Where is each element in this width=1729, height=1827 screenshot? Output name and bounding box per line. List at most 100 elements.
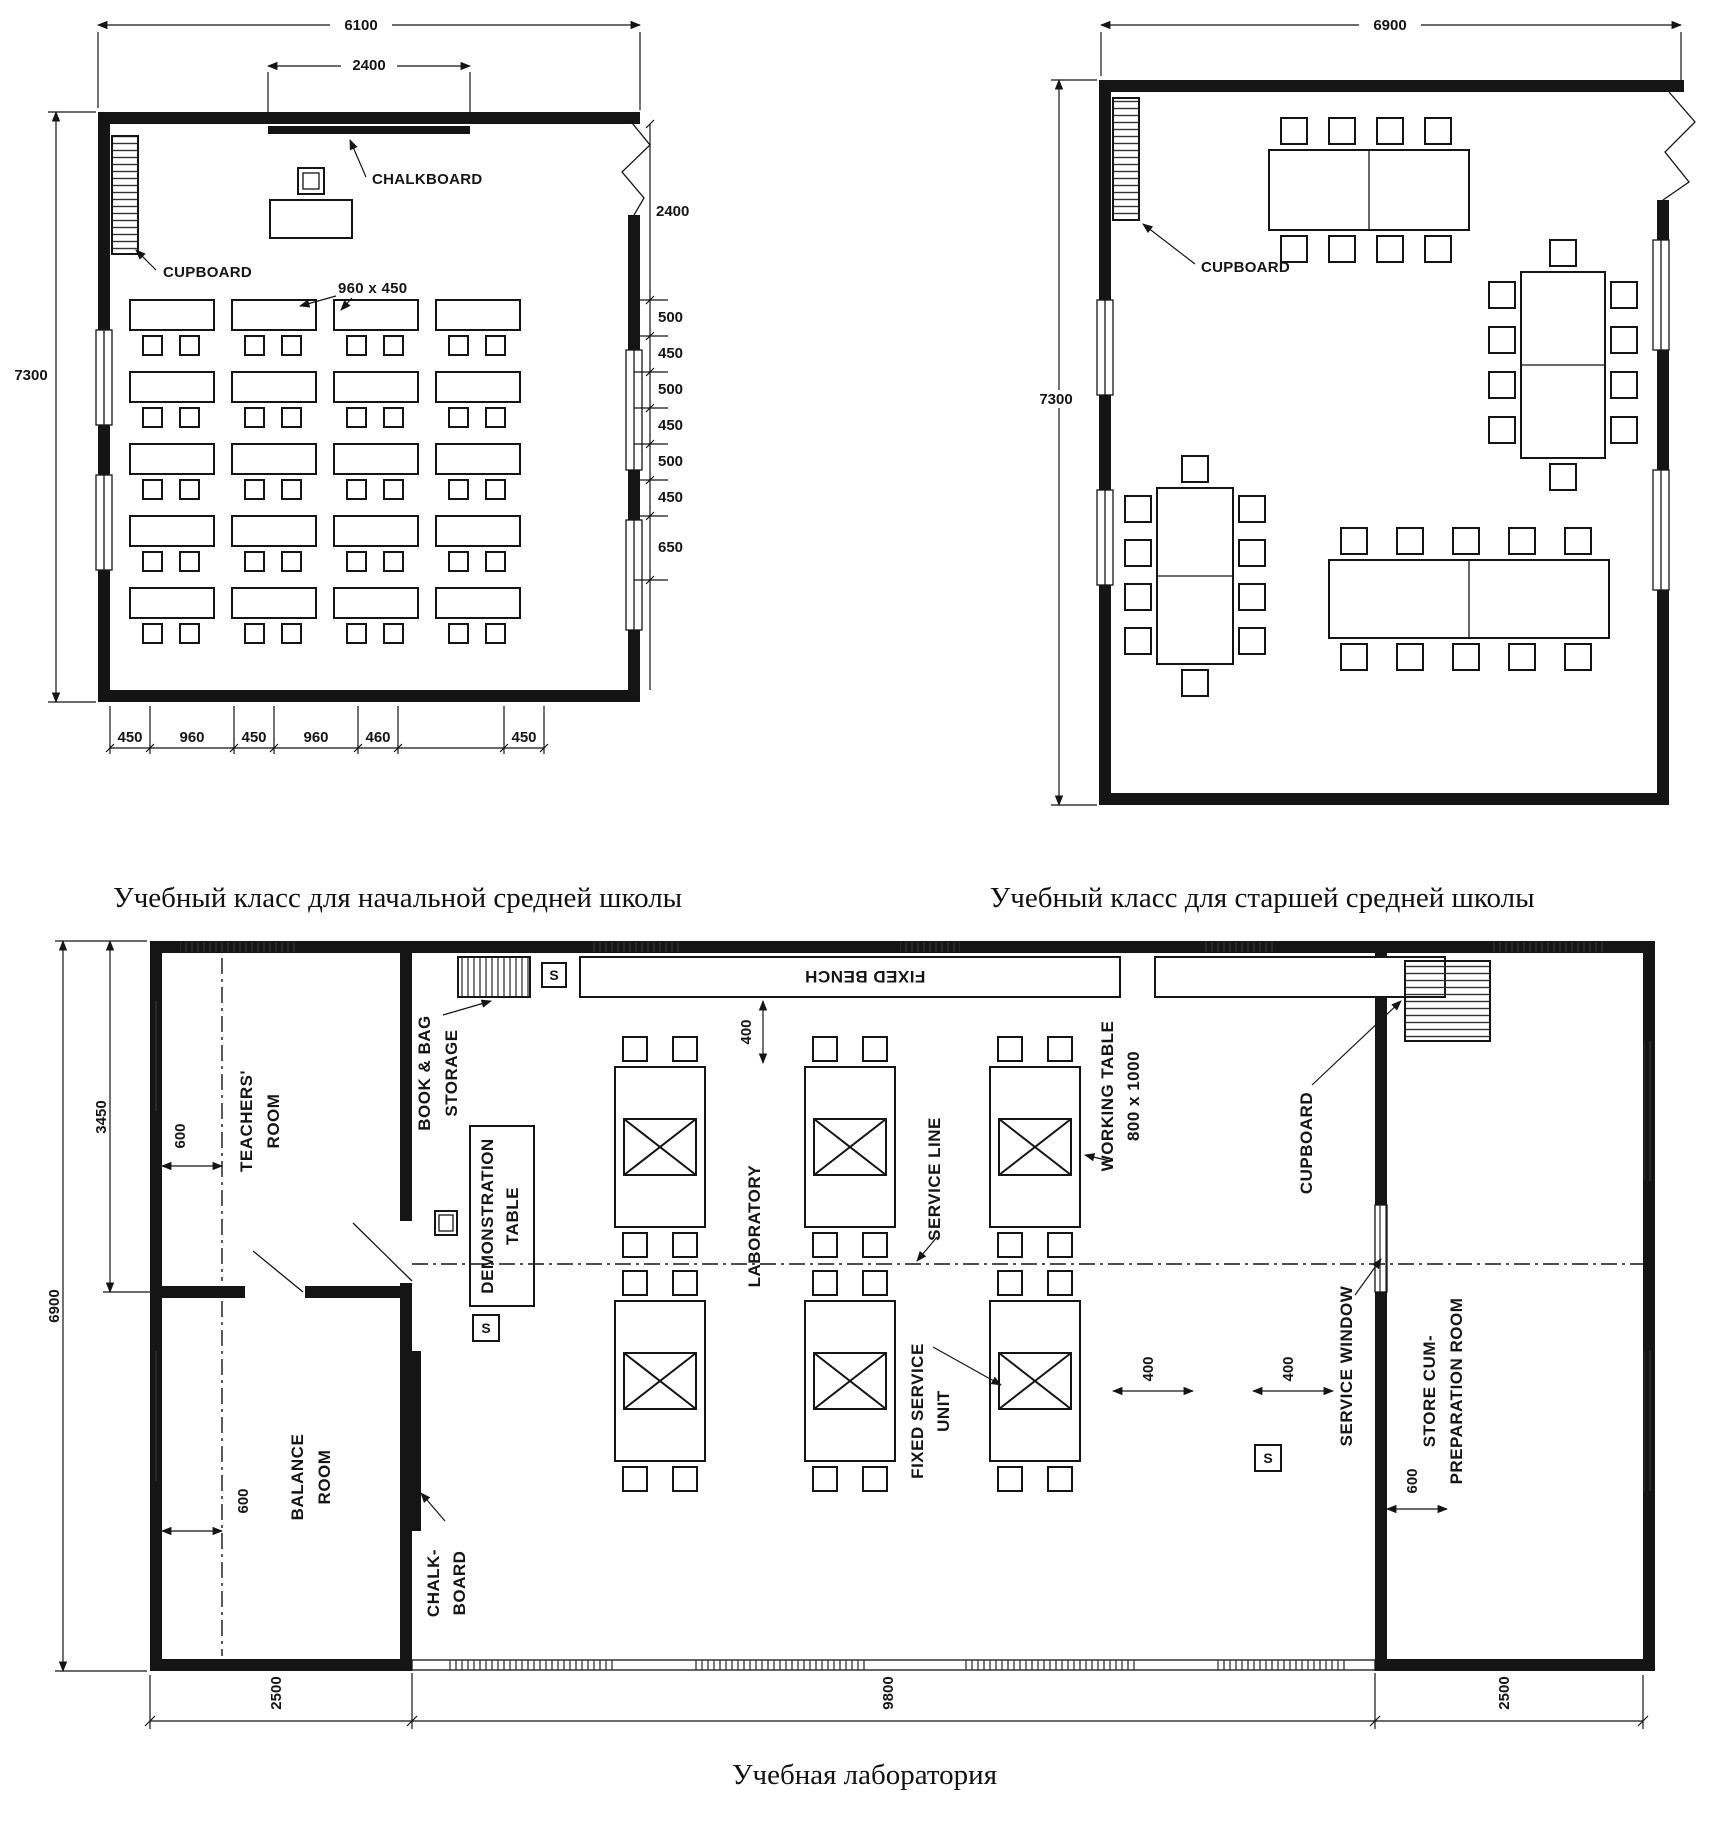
student-desk bbox=[435, 443, 521, 500]
student-desk bbox=[231, 587, 317, 644]
chair bbox=[1508, 527, 1536, 555]
caption-senior-classroom: Учебный класс для старшей средней школы bbox=[989, 882, 1535, 914]
chair bbox=[1328, 117, 1356, 145]
dim-6900: 6900 bbox=[1373, 17, 1406, 34]
student-desk bbox=[333, 371, 419, 428]
student-desk bbox=[129, 443, 215, 500]
fixed-service-unit-label: UNIT bbox=[934, 1390, 953, 1432]
book-bag-storage-label: STORAGE bbox=[442, 1029, 461, 1116]
chair bbox=[1488, 281, 1516, 309]
dim-chain: 450 bbox=[117, 729, 142, 746]
working-table bbox=[613, 1036, 706, 1258]
dim-chain: 450 bbox=[511, 729, 536, 746]
dimension-3450: 3450 bbox=[93, 939, 160, 1294]
caption-laboratory: Учебная лаборатория bbox=[731, 1759, 998, 1791]
door-break-symbol bbox=[621, 117, 651, 216]
working-table-label: 800 x 1000 bbox=[1124, 1051, 1143, 1141]
chair bbox=[1238, 495, 1266, 523]
student-desk bbox=[435, 299, 521, 356]
teacher-desk bbox=[269, 167, 353, 239]
dimension-board-2400: 2400 bbox=[266, 57, 472, 112]
chalkboard-label: BOARD bbox=[450, 1551, 469, 1616]
annotations: CHALKBOARD CUPBOARD 960 x 450 bbox=[135, 139, 483, 311]
demonstration-table-label: DEMONSTRATION bbox=[478, 1138, 497, 1293]
dim-chain: 500 bbox=[658, 453, 683, 470]
book-bag-storage bbox=[456, 956, 531, 998]
dim-chain: 460 bbox=[365, 729, 390, 746]
chair bbox=[1340, 527, 1368, 555]
group-table-bottom-left bbox=[1124, 455, 1266, 697]
dim-600: 600 bbox=[172, 1123, 189, 1148]
door-swing bbox=[252, 1250, 303, 1293]
working-table bbox=[988, 1036, 1081, 1258]
dim-chain: 960 bbox=[303, 729, 328, 746]
bottom-dimension-chain: 2500 9800 2500 bbox=[144, 1673, 1648, 1729]
interior-walls bbox=[161, 953, 1388, 1659]
balance-room-label: BALANCE bbox=[288, 1434, 307, 1521]
student-desk bbox=[435, 587, 521, 644]
dim-2500: 2500 bbox=[1496, 1676, 1513, 1709]
student-desk bbox=[333, 443, 419, 500]
dimension-height-7300: 7300 bbox=[1033, 78, 1097, 807]
chalkboard-label: CHALKBOARD bbox=[372, 171, 483, 188]
dim-400: 400 bbox=[1280, 1356, 1297, 1381]
cupboard-label: CUPBOARD bbox=[1201, 259, 1290, 276]
chair bbox=[1564, 527, 1592, 555]
dim-600: 600 bbox=[235, 1488, 252, 1513]
dimension-600-balance: 600 bbox=[160, 1488, 252, 1536]
cupboard-label: CUPBOARD bbox=[163, 264, 252, 281]
student-desk bbox=[129, 587, 215, 644]
balance-room-label: ROOM bbox=[315, 1450, 334, 1505]
book-bag-storage-label: BOOK & BAG bbox=[415, 1015, 434, 1131]
chair bbox=[1488, 371, 1516, 399]
chair bbox=[1124, 627, 1152, 655]
student-desk bbox=[231, 299, 317, 356]
student-desk bbox=[435, 371, 521, 428]
room-labels: TEACHERS' ROOM BALANCE ROOM BOOK & BAG S… bbox=[237, 967, 1466, 1617]
desk-size-label: 960 x 450 bbox=[338, 280, 407, 297]
upper-plans-row: 6100 2400 7300 bbox=[0, 0, 1729, 880]
student-desks bbox=[129, 299, 521, 644]
service-window bbox=[1373, 1204, 1388, 1293]
store-room-label: STORE CUM- bbox=[1420, 1335, 1439, 1447]
service-line-label: SERVICE LINE bbox=[925, 1117, 944, 1241]
chair bbox=[1238, 583, 1266, 611]
demonstration-table-label: TABLE bbox=[503, 1187, 522, 1245]
dim-400: 400 bbox=[1140, 1356, 1157, 1381]
chair bbox=[1610, 371, 1638, 399]
dim-chain: 650 bbox=[658, 539, 683, 556]
dimension-height-6900: 6900 bbox=[46, 939, 147, 1673]
chair bbox=[1549, 463, 1577, 491]
caption-elementary-classroom: Учебный класс для начальной средней школ… bbox=[113, 882, 683, 914]
chair bbox=[1396, 527, 1424, 555]
chair bbox=[1376, 117, 1404, 145]
dim-chain: 450 bbox=[658, 489, 683, 506]
dim-7300: 7300 bbox=[14, 367, 47, 384]
dimension-height-7300: 7300 bbox=[8, 110, 96, 704]
dim-chain: 500 bbox=[658, 309, 683, 326]
right-dimension-chain: 2400 500 450 500 450 500 450 650 bbox=[634, 119, 689, 690]
chair bbox=[1549, 239, 1577, 267]
dimension-width-6900: 6900 bbox=[1099, 16, 1683, 88]
dim-chain: 960 bbox=[179, 729, 204, 746]
dimension-600-teachers: 600 bbox=[160, 1123, 223, 1171]
annotations: CUPBOARD bbox=[1142, 223, 1290, 276]
chair bbox=[1238, 539, 1266, 567]
dim-7300: 7300 bbox=[1039, 391, 1072, 408]
chair bbox=[1124, 495, 1152, 523]
laboratory-label: LABORATORY bbox=[745, 1164, 764, 1287]
student-desk bbox=[129, 515, 215, 572]
dimension-400-aisle-a: 400 bbox=[1111, 1356, 1194, 1396]
student-desk bbox=[231, 443, 317, 500]
chair bbox=[1328, 235, 1356, 263]
chair bbox=[1124, 583, 1152, 611]
dimension-400-aisle-b: 400 bbox=[1251, 1356, 1334, 1396]
cupboard bbox=[1403, 960, 1491, 1042]
chair bbox=[1610, 281, 1638, 309]
working-table bbox=[803, 1036, 896, 1258]
student-desk bbox=[231, 515, 317, 572]
chair bbox=[1124, 539, 1152, 567]
working-table bbox=[613, 1270, 706, 1492]
windows bbox=[95, 329, 643, 631]
chair bbox=[1340, 643, 1368, 671]
